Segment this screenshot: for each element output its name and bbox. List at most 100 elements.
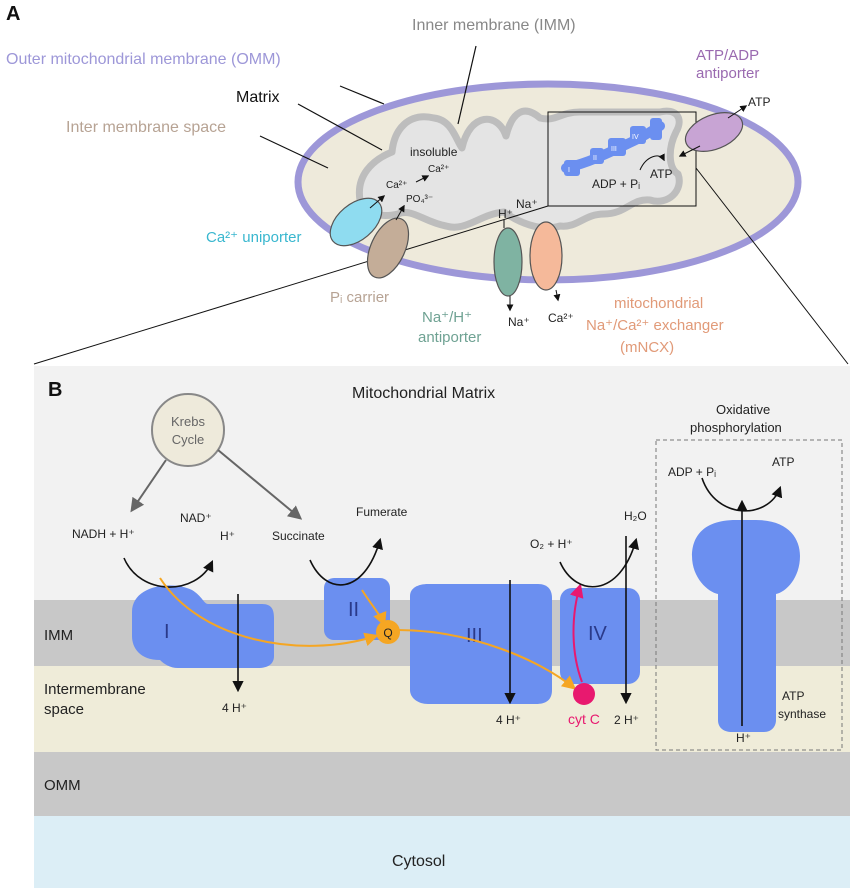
ims-leader <box>259 135 329 169</box>
panel-a: A Outer mitochondrial membrane (OMM) Inn… <box>6 3 849 365</box>
q-to-cytc-path <box>397 629 577 690</box>
nah-label-2: antiporter <box>418 329 481 346</box>
complex-iii-label: III <box>466 625 483 647</box>
krebs-to-nadh-arrow <box>130 459 167 513</box>
o2-label: O₂ + H⁺ <box>530 537 573 551</box>
mncx-label-1: mitochondrial <box>614 295 703 312</box>
mini-complex-1 <box>564 160 580 176</box>
po4-label: PO₄³⁻ <box>406 194 433 205</box>
ca2-label-b: Ca²⁺ <box>428 164 449 175</box>
h-top-label: H⁺ <box>498 207 513 221</box>
pi-carrier-label: Pᵢ carrier <box>330 289 389 306</box>
oxphos-label-2: phosphorylation <box>690 420 782 435</box>
panel-b-letter: B <box>48 379 62 401</box>
nadh-curve <box>123 557 214 588</box>
cyt-c <box>573 683 595 705</box>
succinate-curve <box>309 537 383 586</box>
ca-uniporter <box>329 197 383 247</box>
krebs-label-2: Cycle <box>172 432 205 447</box>
h2o-label: H₂O <box>624 509 647 523</box>
matrix-title: Mitochondrial Matrix <box>352 385 495 402</box>
atp-adp-antiporter <box>684 112 744 152</box>
cyt-c-label: cyt C <box>568 711 600 727</box>
ca-arrow-a <box>415 175 430 183</box>
oxphos-box <box>655 439 843 751</box>
mini-label-iv: IV <box>632 134 639 141</box>
adp-in-arrow <box>678 145 701 157</box>
imm-label: Inner membrane (IMM) <box>412 17 576 34</box>
omm-label: Outer mitochondrial membrane (OMM) <box>6 51 281 68</box>
imm-band-label: IMM <box>44 627 73 644</box>
atp-out-label: ATP <box>748 95 770 109</box>
complex-iii <box>410 584 552 704</box>
h-plus-label: H⁺ <box>220 529 235 543</box>
na-h-antiporter <box>493 227 523 297</box>
nadh-label: NADH + H⁺ <box>72 527 135 541</box>
four-h-label-2: 4 H⁺ <box>496 713 521 727</box>
atp-adp-label-2: antiporter <box>696 65 759 82</box>
omm-leader <box>339 85 385 105</box>
complex-i-label: I <box>164 621 170 643</box>
zoom-line-right <box>695 167 849 365</box>
atp-synthase <box>692 520 800 732</box>
imm-leader <box>457 45 477 125</box>
succinate-label: Succinate <box>272 529 325 543</box>
atp-synthase-label-1: ATP <box>782 689 804 703</box>
oxygen-curve <box>559 537 640 588</box>
matrix-label: Matrix <box>236 89 280 106</box>
pi-carrier <box>366 217 410 279</box>
two-h-label: 2 H⁺ <box>614 713 639 727</box>
ims-band-label-1: Intermembrane <box>44 681 146 698</box>
ims-label: Inter membrane space <box>66 119 226 136</box>
panel-b: B Mitochondrial Matrix IMM Intermembrane… <box>34 366 850 888</box>
complex-iv-label: IV <box>588 623 608 645</box>
krebs-to-succinate-arrow <box>217 449 303 520</box>
ca-bottom-label: Ca²⁺ <box>548 311 574 325</box>
mncx <box>529 221 563 291</box>
nad-label: NAD⁺ <box>180 511 212 525</box>
complex-iv <box>560 588 640 684</box>
four-h-label-1: 4 H⁺ <box>222 701 247 715</box>
mini-atp: ATP <box>650 167 672 181</box>
mini-adp-pi: ADP + Pᵢ <box>592 177 640 191</box>
atp-adp-label-1: ATP/ADP <box>696 47 759 64</box>
complex-ii-label: II <box>348 599 359 621</box>
ca-uniporter-arrow <box>369 195 386 209</box>
mini-complex-2 <box>590 148 604 164</box>
mini-label-ii: II <box>593 155 597 162</box>
ca2-label-a: Ca²⁺ <box>386 180 407 191</box>
na-top-label: Na⁺ <box>516 197 538 211</box>
mini-complex-4 <box>630 126 646 144</box>
mini-atp-arrow <box>639 153 665 171</box>
fumerate-label: Fumerate <box>356 505 408 519</box>
panel-a-letter: A <box>6 3 20 25</box>
mini-atp-synthase <box>650 118 662 140</box>
ca-uniporter-label: Ca²⁺ uniporter <box>206 229 301 246</box>
zoom-line-left <box>33 205 549 365</box>
q-carrier <box>376 620 400 644</box>
mini-label-iii: III <box>611 146 617 153</box>
omm-band-label: OMM <box>44 777 81 794</box>
mncx-label-3: (mNCX) <box>620 339 674 356</box>
ca-out-arrow <box>553 289 561 302</box>
oxphos-label-1: Oxidative <box>716 402 770 417</box>
ims-band-label-2: space <box>44 701 84 718</box>
mncx-label-2: Na⁺/Ca²⁺ exchanger <box>586 317 724 334</box>
q-label: Q <box>383 626 392 640</box>
complex-i-to-q-path <box>159 577 379 647</box>
pi-carrier-arrow <box>395 204 405 221</box>
atp-out-arrow <box>727 105 748 119</box>
atp-synthesis-curve <box>701 477 783 512</box>
atp-label: ATP <box>772 455 794 469</box>
krebs-label-1: Krebs <box>171 414 205 429</box>
atp-synthase-label-2: synthase <box>778 707 826 721</box>
krebs-cycle <box>151 393 225 467</box>
cytosol-label: Cytosol <box>392 853 445 870</box>
adp-pi-label: ADP + Pᵢ <box>668 465 716 479</box>
inner-membrane <box>355 107 683 232</box>
insoluble-label: insoluble <box>410 145 458 159</box>
matrix-leader <box>297 103 383 151</box>
na-bottom-label: Na⁺ <box>508 315 530 329</box>
mini-label-i: I <box>568 167 570 174</box>
